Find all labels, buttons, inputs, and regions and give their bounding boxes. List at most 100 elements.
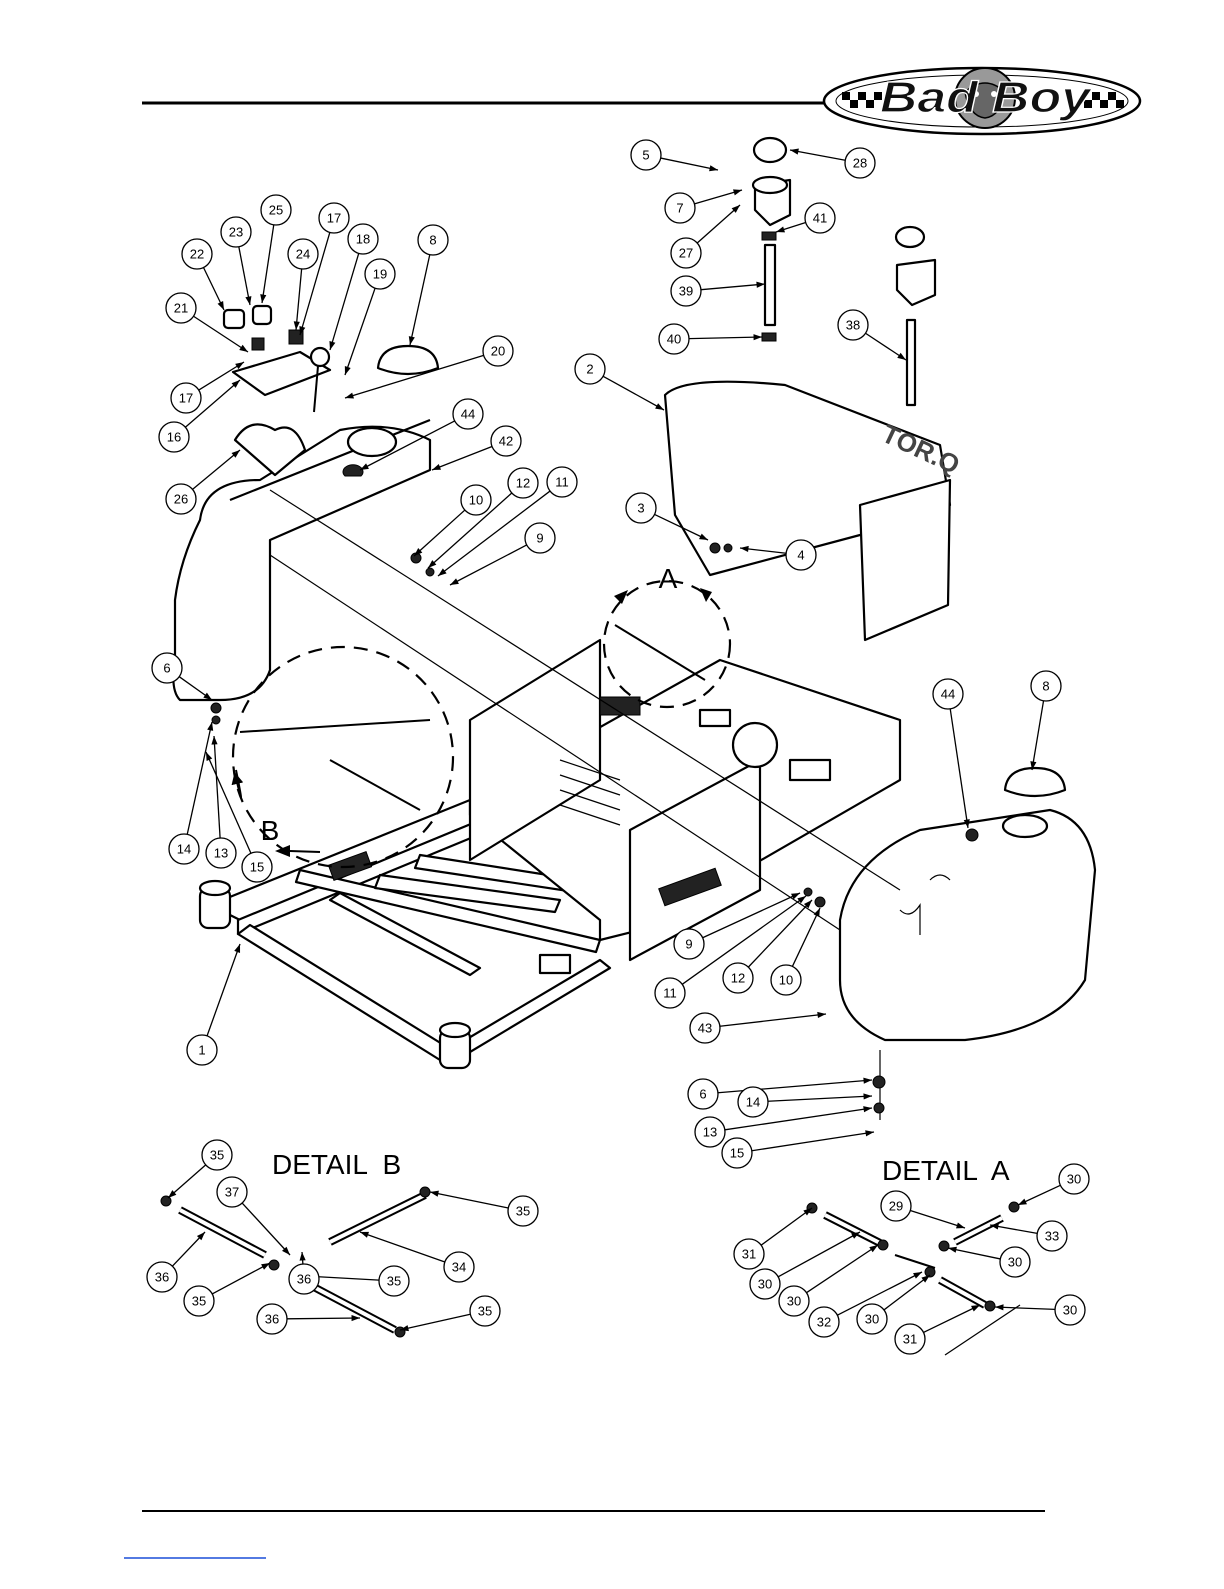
callout-arrowhead: [1018, 1199, 1027, 1205]
part-callout: 39: [671, 276, 701, 306]
callout-label: 23: [229, 225, 243, 240]
callout-leader: [806, 1245, 878, 1293]
part-callout: 11: [655, 978, 685, 1008]
part-callout: 44: [933, 679, 963, 709]
callout-label: 14: [746, 1095, 760, 1110]
callout-leader: [748, 900, 812, 967]
callout-label: 20: [491, 344, 505, 359]
detail-a-marker: A: [659, 563, 678, 594]
callout-label: 9: [685, 937, 692, 952]
callout-leader: [910, 1211, 965, 1228]
callout-label: 4: [797, 548, 804, 563]
callout-label: 44: [941, 687, 955, 702]
hydraulic-reservoir: [753, 138, 935, 405]
callout-leader: [778, 1232, 860, 1277]
callout-label: 31: [742, 1247, 756, 1262]
callout-label: 42: [499, 434, 513, 449]
callout-arrowhead: [709, 165, 718, 171]
callout-arrowhead: [655, 403, 664, 410]
part-callout: 6: [152, 653, 182, 683]
bad-boy-logo: Bad Boy: [824, 68, 1140, 134]
callout-label: 32: [817, 1315, 831, 1330]
callout-label: 39: [679, 284, 693, 299]
part-callout: 4: [786, 540, 816, 570]
callout-leader: [718, 1080, 872, 1093]
detail-b-title: DETAIL B: [272, 1149, 401, 1180]
callout-label: 36: [155, 1270, 169, 1285]
callout-label: 15: [250, 860, 264, 875]
part-callout: 20: [483, 336, 513, 366]
callout-arrowhead: [776, 226, 785, 232]
callout-label: 30: [758, 1277, 772, 1292]
callout-arrowhead: [733, 189, 742, 195]
callout-arrowhead: [869, 1245, 878, 1252]
callout-leader: [214, 736, 220, 838]
part-callout: 19: [365, 259, 395, 289]
part-callout: 30: [750, 1269, 780, 1299]
part-callout: 32: [809, 1307, 839, 1337]
callout-label: 35: [192, 1294, 206, 1309]
part-callout: 42: [491, 426, 521, 456]
callout-leader: [206, 752, 251, 853]
part-callout: 30: [1000, 1247, 1030, 1277]
part-callout: 22: [182, 239, 212, 269]
callout-leader: [603, 376, 664, 410]
part-callout: 23: [221, 217, 251, 247]
callout-label: 27: [679, 246, 693, 261]
part-callout: 10: [461, 485, 491, 515]
callout-label: 22: [190, 247, 204, 262]
right-fuel-tank: [840, 810, 1095, 1040]
callout-label: 31: [903, 1332, 917, 1347]
callout-label: 33: [1045, 1229, 1059, 1244]
seat-pan: TOR.Q: [665, 382, 964, 640]
callout-label: 37: [225, 1185, 239, 1200]
callout-leader: [701, 284, 765, 290]
callout-leader: [410, 255, 430, 345]
part-callout: 25: [261, 195, 291, 225]
callout-label: 17: [327, 211, 341, 226]
part-callout: 36: [147, 1262, 177, 1292]
callout-label: 26: [174, 492, 188, 507]
part-callout: 30: [1059, 1164, 1089, 1194]
part-callout: 29: [881, 1191, 911, 1221]
callout-label: 36: [265, 1312, 279, 1327]
callout-arrowhead: [206, 752, 212, 761]
callout-leader: [432, 446, 492, 470]
callout-label: 28: [853, 156, 867, 171]
callout-leader: [1032, 701, 1044, 770]
callout-leader: [768, 1096, 872, 1101]
part-callout: 12: [508, 468, 538, 498]
callout-label: 30: [1067, 1172, 1081, 1187]
left-fuel-tank: [173, 420, 430, 700]
part-callout: 15: [722, 1138, 752, 1168]
callout-label: 29: [889, 1199, 903, 1214]
callout-arrowhead: [921, 1275, 930, 1283]
part-callout: 40: [659, 324, 689, 354]
part-callout: 43: [690, 1013, 720, 1043]
callout-leader: [995, 1307, 1055, 1309]
part-callout: 13: [695, 1117, 725, 1147]
part-callout: 14: [169, 834, 199, 864]
callout-label: 35: [210, 1148, 224, 1163]
part-callout: 18: [348, 224, 378, 254]
callout-label: 11: [555, 475, 569, 490]
callout-leader: [950, 709, 968, 828]
callout-leader: [239, 247, 250, 305]
callout-label: 13: [214, 846, 228, 861]
callout-label: 15: [730, 1146, 744, 1161]
callout-leader: [360, 1232, 445, 1262]
callout-label: 17: [179, 391, 193, 406]
part-callout: 17: [171, 383, 201, 413]
callout-label: 10: [779, 973, 793, 988]
part-callout: 35: [184, 1286, 214, 1316]
callout-arrowhead: [430, 1191, 439, 1197]
callout-label: 8: [1042, 679, 1049, 694]
callout-leader: [187, 722, 212, 834]
part-callout: 34: [444, 1252, 474, 1282]
part-callout: 26: [166, 484, 196, 514]
callout-label: 24: [296, 247, 310, 262]
callout-leader: [262, 225, 274, 303]
callout-leader: [689, 337, 762, 339]
